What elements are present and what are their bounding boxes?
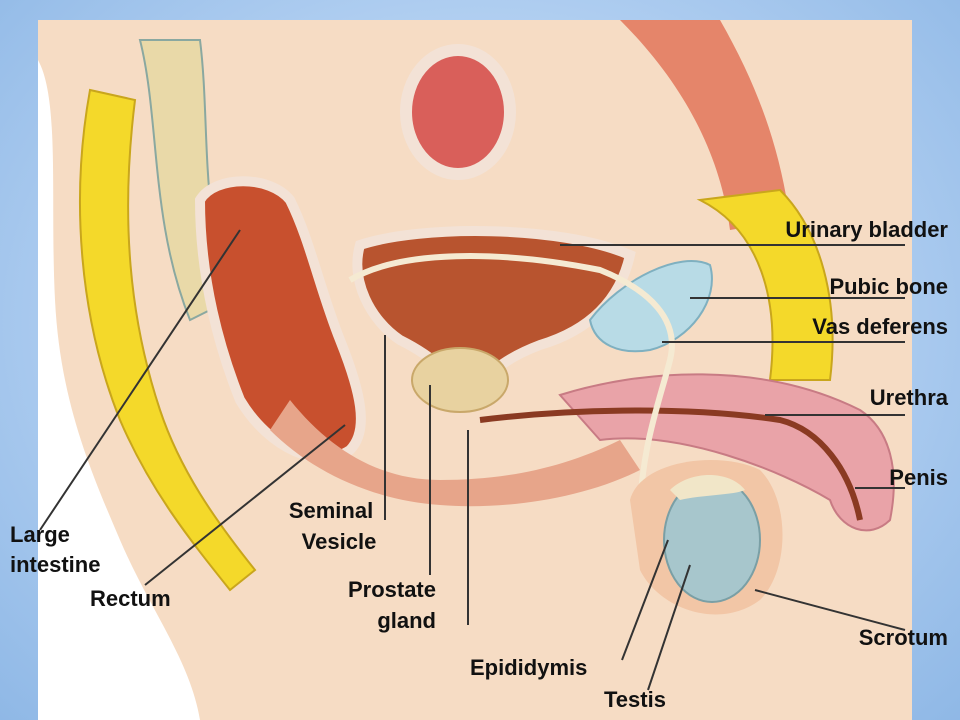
label-large-intestine-line1: Large (10, 522, 70, 547)
prostate-organ (411, 347, 509, 413)
leader-testis (647, 564, 691, 691)
label-urethra: Urethra (869, 385, 948, 410)
label-seminal-line1: Seminal (288, 498, 374, 523)
pubic-bone-shape (588, 260, 713, 353)
back-fat-layer (79, 88, 257, 592)
urethra-channel (479, 407, 863, 521)
rectum-organ (194, 176, 366, 463)
leader-large-intestine (39, 229, 241, 531)
label-large-intestine-line2: intestine (10, 552, 101, 577)
pelvic-muscle (270, 400, 640, 507)
bladder-organ (352, 226, 636, 410)
epididymis-organ (670, 475, 745, 500)
abdominal-fat-front (696, 188, 834, 381)
abdomen-fat (620, 20, 790, 230)
intestine-loop (400, 44, 516, 180)
label-testis: Testis (604, 687, 666, 712)
label-urinary-bladder: Urinary bladder (785, 217, 948, 242)
vas-deferens-tube (348, 253, 675, 521)
label-epididymis: Epididymis (470, 655, 588, 680)
label-prostate-line1: Prostate (347, 577, 436, 602)
label-penis: Penis (889, 465, 948, 490)
leader-rectum (144, 424, 346, 586)
leader-scrotum (754, 589, 906, 631)
label-prostate-line2: gland (377, 608, 436, 633)
label-pubic-bone: Pubic bone (829, 274, 948, 299)
label-scrotum: Scrotum (858, 625, 948, 650)
label-vas-deferens: Vas deferens (812, 314, 948, 339)
label-seminal-line2: Vesicle (301, 529, 377, 554)
leader-epididymis (621, 539, 669, 661)
label-rectum: Rectum (90, 586, 171, 611)
